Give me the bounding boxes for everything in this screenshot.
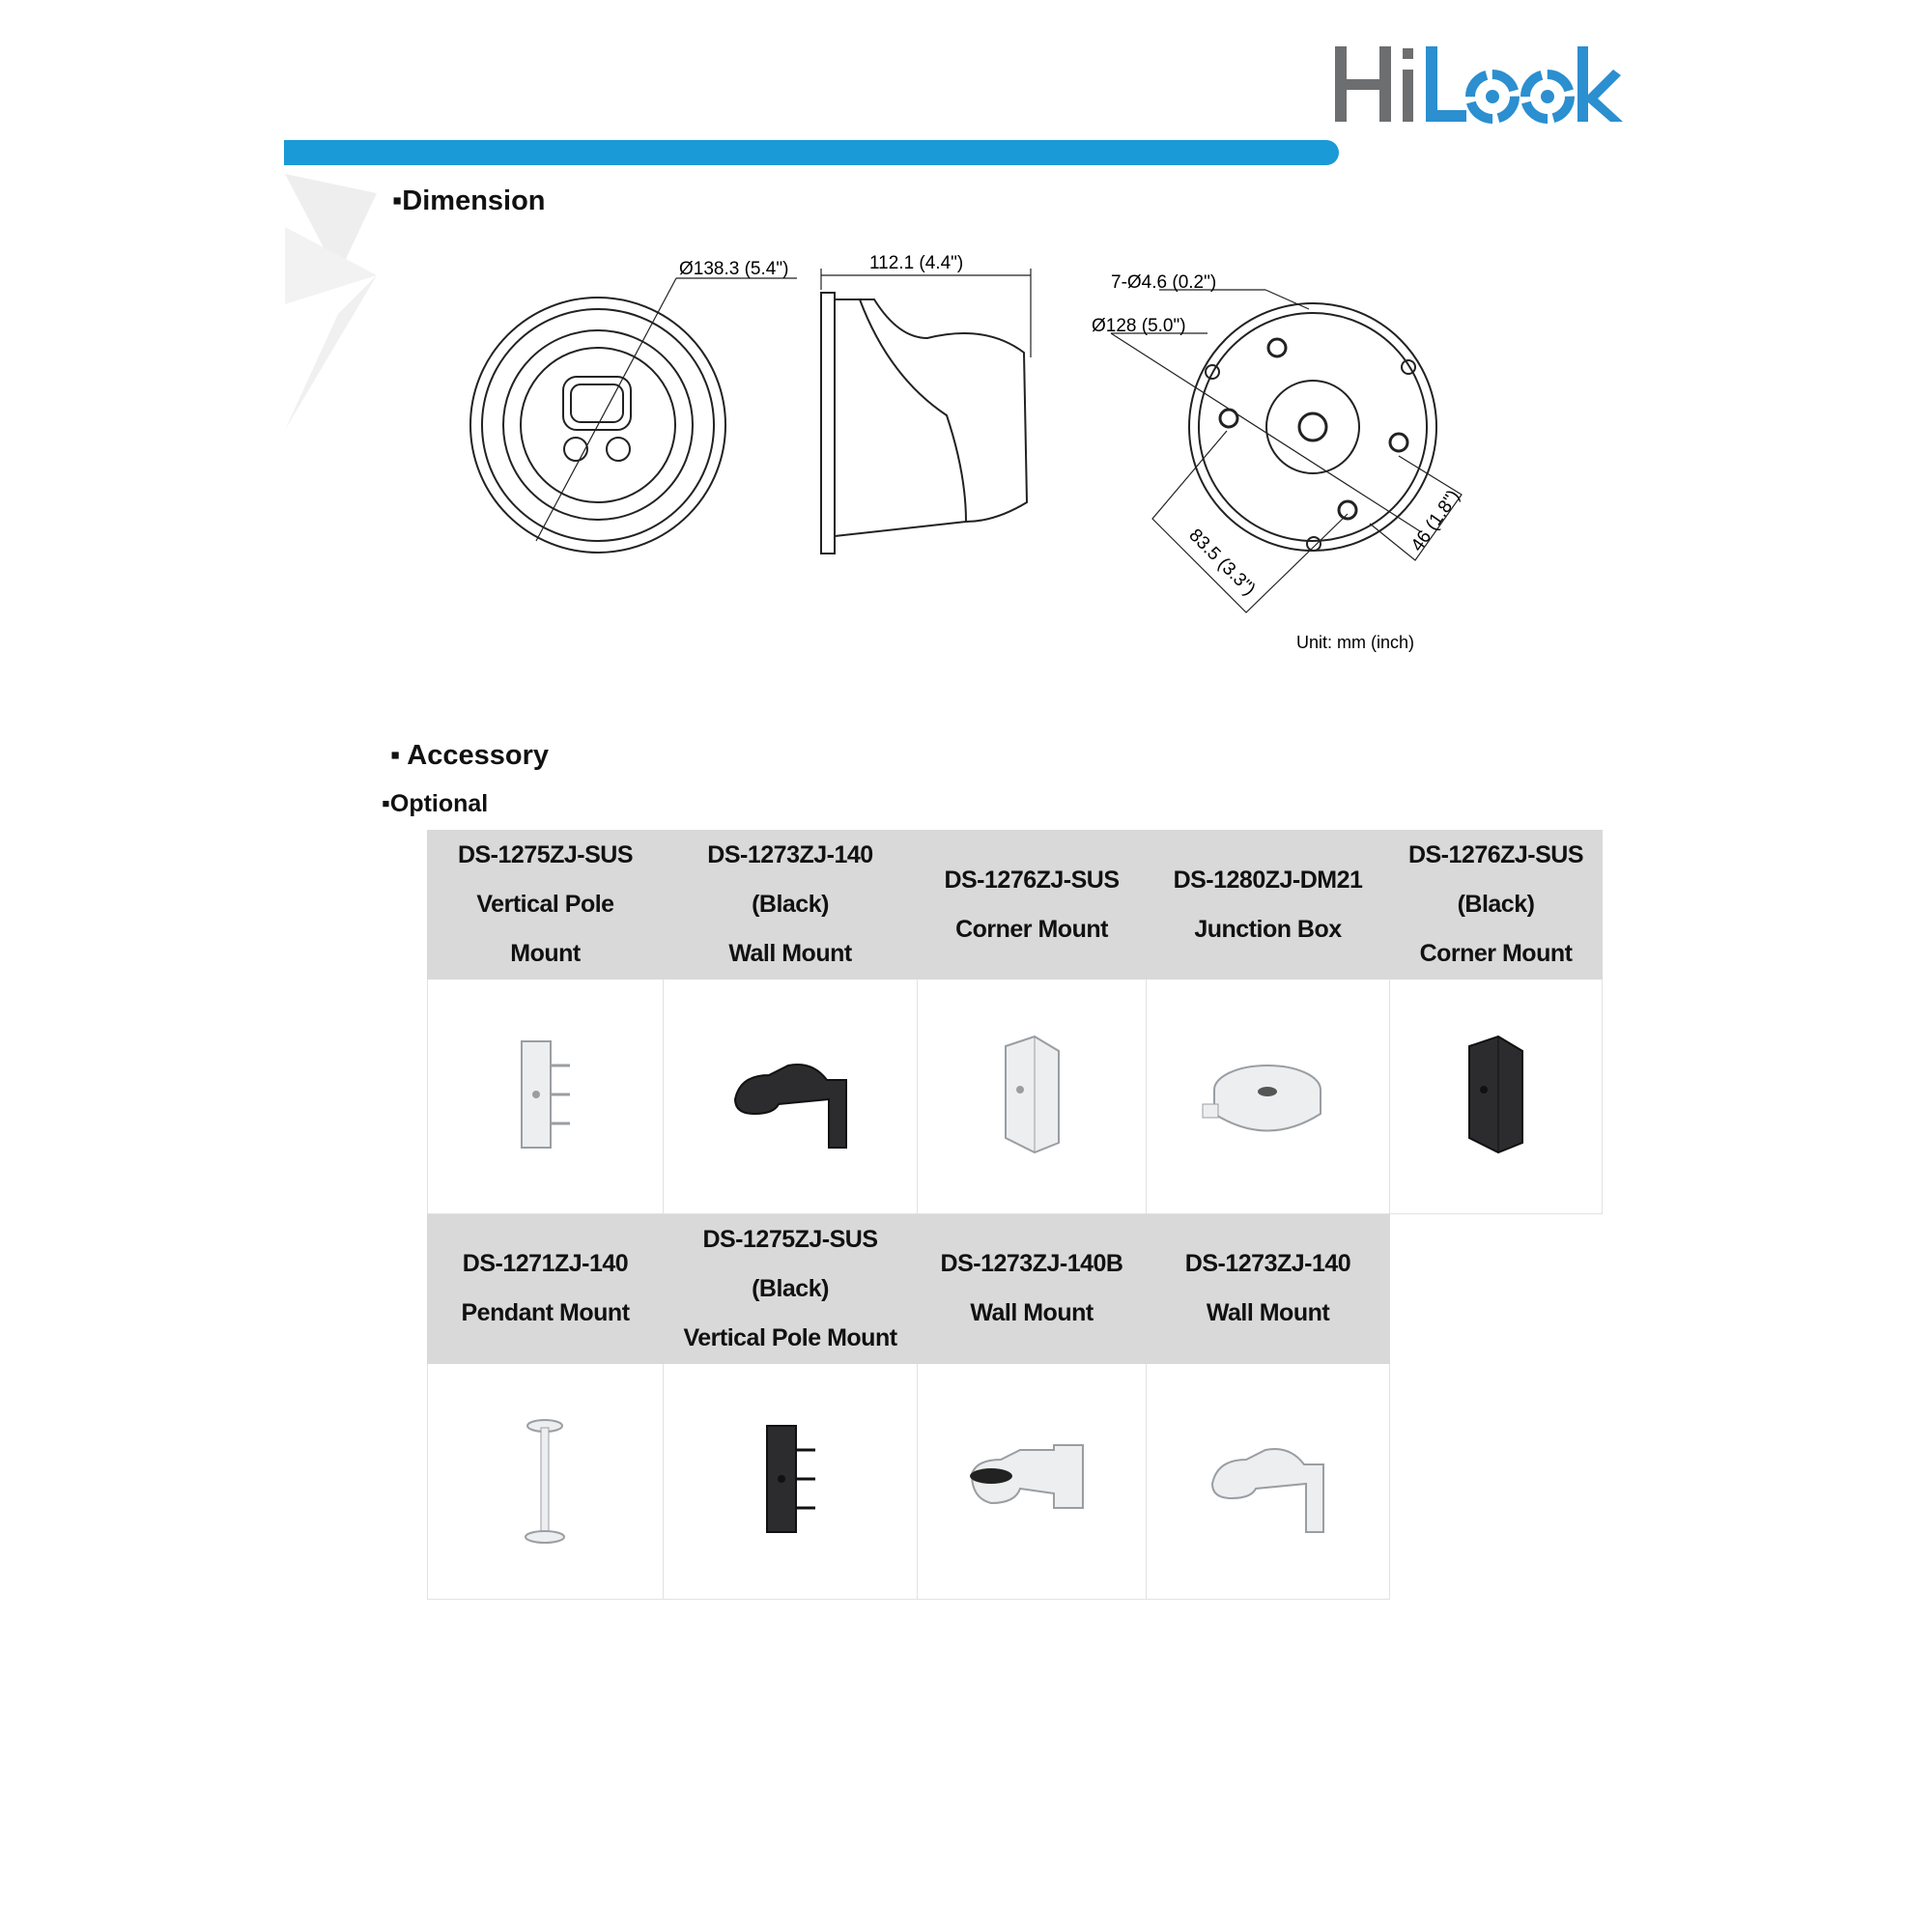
accessory-image-row xyxy=(427,979,1603,1214)
base-diameter-label: Ø128 (5.0") xyxy=(1092,316,1186,336)
accessory-image-cell xyxy=(917,1363,1147,1600)
accessory-description: Vertical Pole Mount xyxy=(683,1323,897,1351)
unit-label: Unit: mm (inch) xyxy=(1296,633,1414,652)
accessory-description: Junction Box xyxy=(1194,915,1342,943)
accessory-description: Vertical Pole xyxy=(476,891,614,918)
accessory-name-cell: DS-1276ZJ-SUS (Black) Corner Mount xyxy=(1389,830,1603,980)
accessory-model: DS-1273ZJ-140B xyxy=(940,1250,1123,1277)
side-view xyxy=(820,269,1032,554)
accessory-name-cell: DS-1275ZJ-SUS (Black) Vertical Pole Mount xyxy=(663,1213,918,1364)
accessory-model: DS-1273ZJ-140 xyxy=(707,841,873,868)
wall-mount-junction-icon xyxy=(969,1444,1084,1509)
accessory-image-row xyxy=(427,1363,1603,1600)
vertical-pole-mount-icon xyxy=(765,1425,815,1533)
accessory-model: DS-1275ZJ-SUS xyxy=(457,841,634,868)
accessory-model: DS-1280ZJ-DM21 xyxy=(1173,866,1363,894)
front-diameter-label: Ø138.3 (5.4") xyxy=(679,259,788,279)
header-accent-bar xyxy=(284,140,1339,165)
wall-mount-icon xyxy=(733,1063,847,1149)
accessory-name-cell: DS-1273ZJ-140B Wall Mount xyxy=(917,1213,1147,1364)
empty-cell xyxy=(1389,1363,1603,1600)
accessory-model: DS-1275ZJ-SUS xyxy=(702,1225,878,1253)
accessory-model: DS-1276ZJ-SUS xyxy=(944,866,1120,894)
accessory-description: (Black) xyxy=(1457,891,1535,918)
side-depth-label: 112.1 (4.4") xyxy=(869,253,963,273)
accessory-name-cell: DS-1276ZJ-SUS Corner Mount xyxy=(917,830,1147,980)
accessory-model: DS-1271ZJ-140 xyxy=(462,1250,629,1277)
accessory-description: Wall Mount xyxy=(970,1299,1094,1326)
accessory-heading: ▪ Accessory xyxy=(390,740,549,771)
corner-mount-icon xyxy=(1004,1035,1060,1153)
vertical-pole-mount-icon xyxy=(521,1039,570,1149)
accessory-description: Corner Mount xyxy=(955,915,1108,943)
accessory-image-cell xyxy=(427,979,664,1214)
accessory-model: DS-1276ZJ-SUS xyxy=(1407,841,1584,868)
accessory-description: (Black) xyxy=(752,891,829,918)
accessory-image-cell xyxy=(1146,979,1390,1214)
accessory-description: Pendant Mount xyxy=(461,1299,630,1326)
accessory-image-cell xyxy=(663,979,918,1214)
dimension-heading: ▪Dimension xyxy=(392,185,546,216)
accessory-image-cell xyxy=(663,1363,918,1600)
optional-subheading: ▪Optional xyxy=(382,790,489,817)
wall-mount-icon xyxy=(1210,1448,1324,1533)
pendant-mount-icon xyxy=(525,1419,565,1544)
base-view xyxy=(1110,289,1463,613)
watermark-graphic xyxy=(285,174,377,430)
corner-mount-icon xyxy=(1468,1035,1523,1153)
accessory-description: (Black) xyxy=(752,1274,829,1302)
empty-cell xyxy=(1389,1213,1603,1364)
holes-label: 7-Ø4.6 (0.2") xyxy=(1111,272,1216,293)
accessory-image-cell xyxy=(1146,1363,1390,1600)
accessory-description: Corner Mount xyxy=(1419,940,1573,967)
accessory-image-cell xyxy=(917,979,1147,1214)
accessory-image-cell xyxy=(1389,979,1603,1214)
dimension-drawing: Ø138.3 (5.4") 112.1 (4.4") 7-Ø4.6 (0.2")… xyxy=(469,253,1464,652)
accessory-name-cell: DS-1273ZJ-140 (Black) Wall Mount xyxy=(663,830,918,980)
junction-box-icon xyxy=(1202,1064,1321,1131)
front-view xyxy=(469,277,797,554)
accessory-description: Wall Mount xyxy=(1206,1299,1330,1326)
accessory-model: DS-1273ZJ-140 xyxy=(1184,1250,1351,1277)
accessory-description: Mount xyxy=(510,940,581,967)
accessory-image-cell xyxy=(427,1363,664,1600)
hilook-logo xyxy=(1335,46,1623,124)
accessory-description: Wall Mount xyxy=(728,940,852,967)
